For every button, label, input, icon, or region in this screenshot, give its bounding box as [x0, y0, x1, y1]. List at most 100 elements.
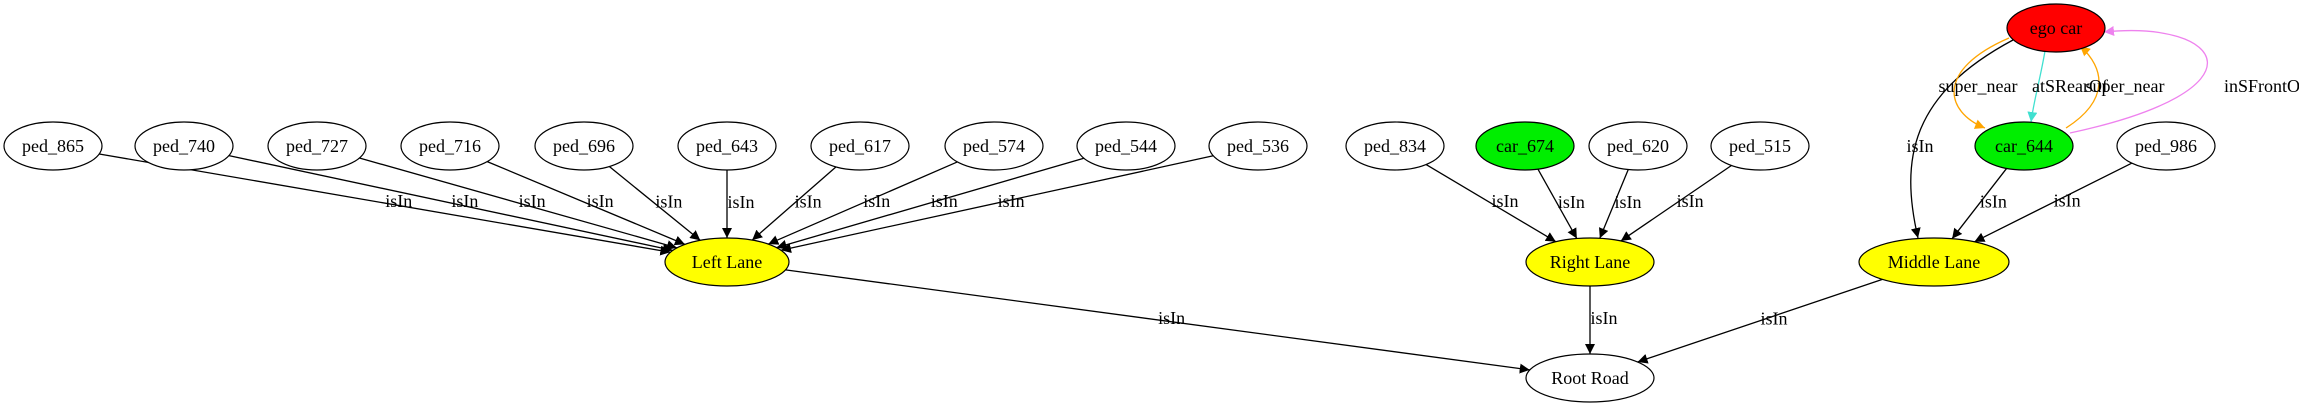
edge-line — [1974, 162, 2133, 243]
node-label: Root Road — [1551, 368, 1629, 388]
node-label: ped_643 — [696, 136, 758, 156]
edge-ped_727-to-left_lane: isIn — [359, 157, 678, 250]
edge-line — [1599, 169, 1629, 239]
node-label: Left Lane — [692, 252, 762, 272]
edge-label: isIn — [1760, 309, 1787, 329]
node-label: ped_986 — [2135, 136, 2197, 156]
node-shape — [3, 121, 103, 171]
node-shape — [1525, 237, 1655, 287]
edge-label: isIn — [1591, 308, 1618, 328]
node-shape — [944, 121, 1044, 171]
edge-label: isIn — [655, 191, 682, 211]
node-middle-lane: Middle Lane — [1858, 237, 2010, 287]
edge-label: super_near — [2086, 76, 2165, 96]
edge-label: isIn — [451, 191, 478, 211]
node-ped-740: ped_740 — [134, 121, 234, 171]
edge-line — [776, 157, 1085, 250]
node-label: ped_544 — [1095, 136, 1157, 156]
edge-middle_lane-to-root_road: isIn — [1637, 278, 1883, 364]
edge-ped_986-to-middle_lane: isIn — [1974, 162, 2133, 243]
edge-ego_car-to-car_644: super_near — [1939, 37, 2018, 129]
edge-line — [1537, 168, 1578, 239]
node-shape — [1345, 121, 1445, 171]
node-ped-865: ped_865 — [3, 121, 103, 171]
node-shape — [1208, 121, 1308, 171]
edge-label: isIn — [519, 191, 546, 211]
node-shape — [677, 121, 777, 171]
edge-label: isIn — [1907, 136, 1934, 156]
edge-line — [751, 166, 837, 241]
edge-ped_536-to-left_lane: isIn — [780, 155, 1214, 253]
node-ego-car: ego car — [2006, 3, 2106, 53]
node-shape — [664, 237, 790, 287]
edge-line — [1620, 164, 1732, 242]
edge-label: isIn — [795, 191, 822, 211]
node-label: ped_620 — [1607, 136, 1669, 156]
edge-ped_740-to-left_lane: isIn — [228, 154, 673, 254]
node-shape — [400, 121, 500, 171]
node-ped-620: ped_620 — [1588, 121, 1688, 171]
node-ped-716: ped_716 — [400, 121, 500, 171]
edge-line — [767, 161, 958, 245]
edge-right_lane-to-root_road: isIn — [1585, 286, 1618, 354]
node-shape — [2006, 3, 2106, 53]
edge-label: super_near — [1939, 76, 2018, 96]
node-ped-696: ped_696 — [534, 121, 634, 171]
edge-ego_car-to-car_644: atSRearOf — [2027, 50, 2108, 123]
edge-ped_643-to-left_lane: isIn — [722, 169, 755, 238]
node-label: car_644 — [1995, 136, 2053, 156]
edge-label: isIn — [1980, 192, 2007, 212]
edge-line — [1951, 168, 2008, 240]
node-left-lane: Left Lane — [664, 237, 790, 287]
edge-ped_716-to-left_lane: isIn — [486, 160, 686, 246]
node-shape — [810, 121, 910, 171]
node-label: Right Lane — [1550, 252, 1630, 272]
edge-label: isIn — [587, 191, 614, 211]
edge-label: inSFrontOf — [2224, 76, 2299, 96]
node-ped-986: ped_986 — [2116, 121, 2216, 171]
edge-line — [2069, 26, 2208, 134]
edge-label: isIn — [385, 191, 412, 211]
node-label: Middle Lane — [1888, 252, 1980, 272]
node-ped-544: ped_544 — [1076, 121, 1176, 171]
node-label: ped_740 — [153, 136, 215, 156]
edge-ped_834-to-right_lane: isIn — [1425, 163, 1557, 243]
node-shape — [2116, 121, 2216, 171]
edge-car_644-to-ego_car: inSFrontOf — [2069, 26, 2299, 134]
node-shape — [1588, 121, 1688, 171]
edge-ego_car-to-middle_lane: isIn — [1907, 39, 2014, 239]
node-shape — [1475, 121, 1575, 171]
node-ped-515: ped_515 — [1710, 121, 1810, 171]
node-label: ped_617 — [829, 136, 891, 156]
edge-label: isIn — [1615, 192, 1642, 212]
node-label: ped_716 — [419, 136, 481, 156]
node-shape — [1974, 121, 2074, 171]
edge-label: isIn — [998, 191, 1025, 211]
node-shape — [1710, 121, 1810, 171]
node-label: ped_536 — [1227, 136, 1289, 156]
edge-line — [228, 154, 673, 254]
edges-layer: isIn isIn isIn isIn isIn isIn isIn isIn isIn isIn… — [99, 26, 2299, 374]
node-root-road: Root Road — [1525, 353, 1655, 403]
edge-line — [1637, 278, 1883, 364]
edge-label: isIn — [1492, 191, 1519, 211]
edge-line — [1953, 37, 2010, 129]
edge-line — [785, 269, 1530, 374]
node-shape — [134, 121, 234, 171]
edge-ped_696-to-left_lane: isIn — [608, 166, 701, 241]
edge-label: isIn — [863, 191, 890, 211]
node-shape — [534, 121, 634, 171]
node-right-lane: Right Lane — [1525, 237, 1655, 287]
node-label: ped_696 — [553, 136, 615, 156]
node-ped-643: ped_643 — [677, 121, 777, 171]
node-car-674: car_674 — [1475, 121, 1575, 171]
edge-label: isIn — [1558, 192, 1585, 212]
edge-line — [2065, 45, 2100, 129]
node-shape — [1525, 353, 1655, 403]
node-label: ped_865 — [22, 136, 84, 156]
node-label: car_674 — [1496, 136, 1554, 156]
edge-label: isIn — [1677, 191, 1704, 211]
edge-line — [1910, 39, 2014, 239]
